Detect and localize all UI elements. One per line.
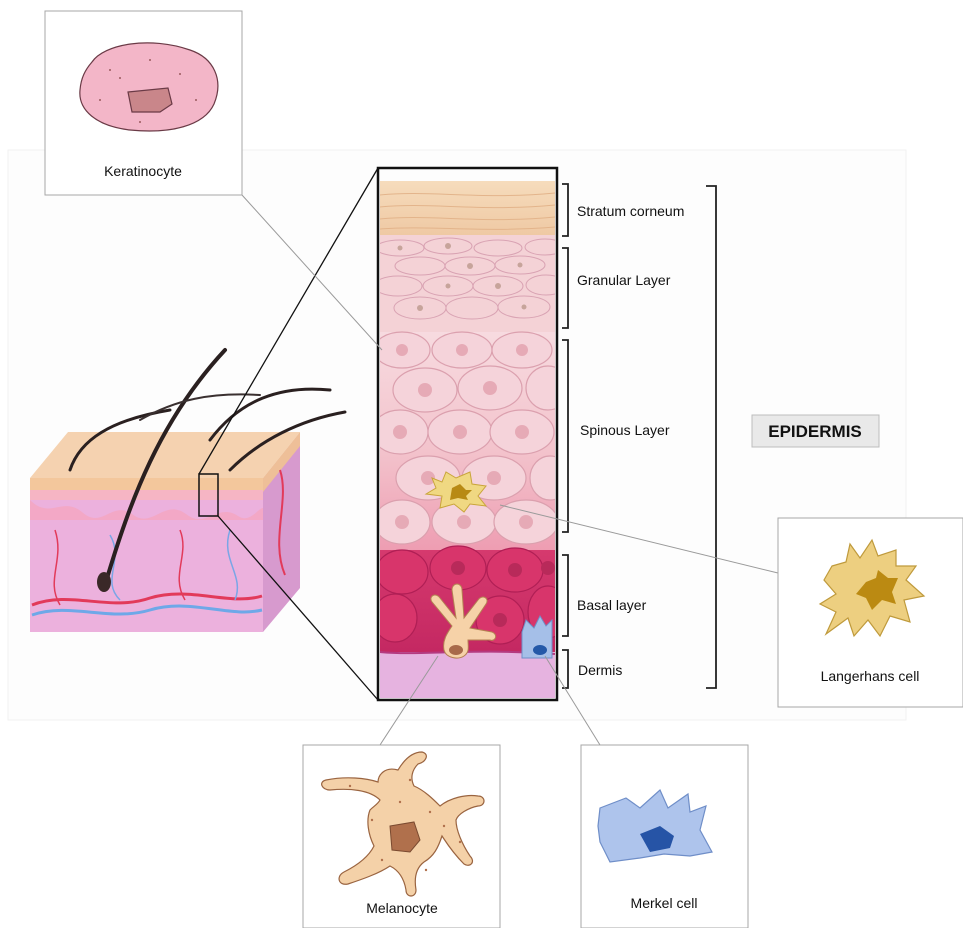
keratinocyte-label: Keratinocyte	[104, 163, 182, 179]
merkel-panel: Merkel cell	[581, 745, 748, 928]
epidermis-column	[372, 181, 570, 700]
layer-label-spinous: Spinous Layer	[580, 422, 670, 438]
layer-label-granular: Granular Layer	[577, 272, 671, 288]
keratinocyte-panel: Keratinocyte	[45, 11, 242, 195]
melanocyte-panel: Melanocyte	[303, 745, 500, 928]
melanocyte-label: Melanocyte	[366, 900, 438, 916]
langerhans-panel: Langerhans cell	[778, 518, 963, 707]
merkel-label: Merkel cell	[631, 895, 698, 911]
layer-label-basal: Basal layer	[577, 597, 647, 613]
layer-label-stratum-corneum: Stratum corneum	[577, 203, 684, 219]
langerhans-label: Langerhans cell	[821, 668, 920, 684]
epidermis-label: EPIDERMIS	[768, 422, 862, 441]
layer-label-dermis: Dermis	[578, 662, 622, 678]
